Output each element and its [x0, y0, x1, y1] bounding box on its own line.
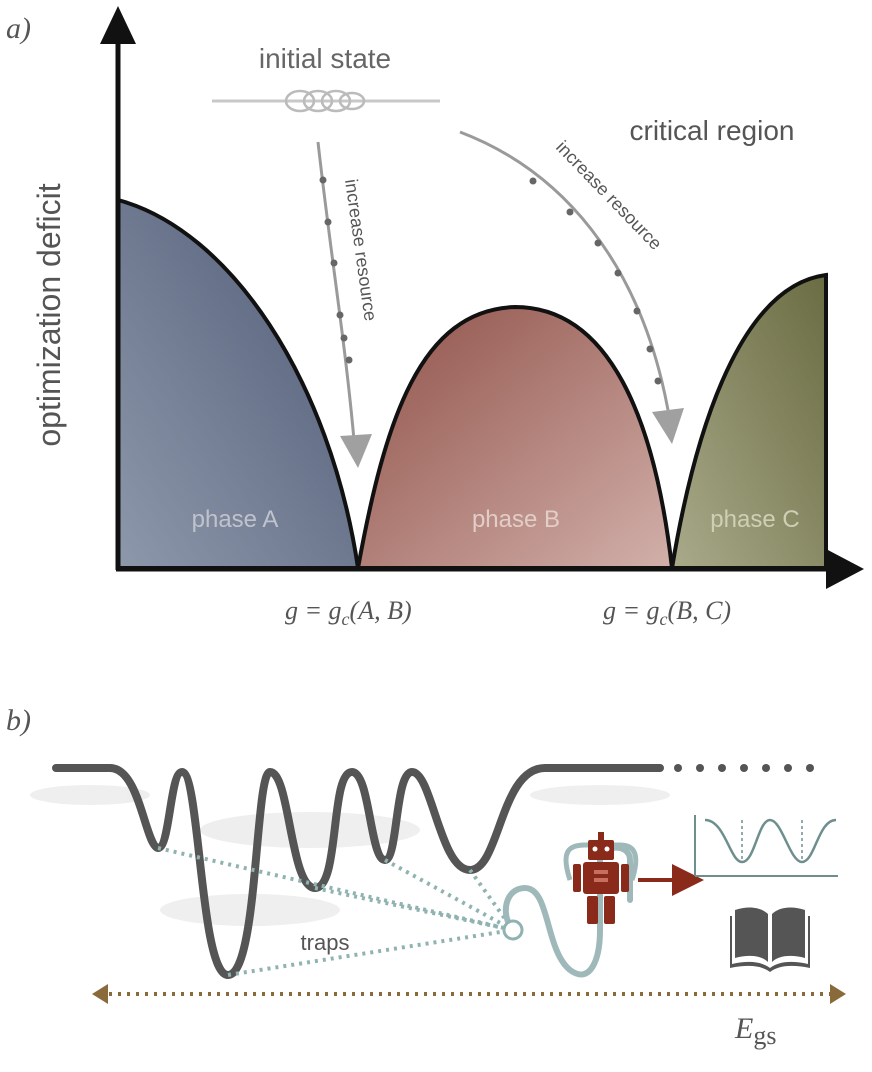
y-axis-arrowhead: [100, 6, 136, 44]
initial-state-label: initial state: [259, 43, 391, 74]
x-axis-arrowhead: [826, 549, 864, 589]
probe-icon: [502, 919, 524, 941]
resource-arrow-1-head: [340, 434, 372, 468]
book-icon: [730, 907, 810, 972]
critical-point-ab: g = gc(A, B): [285, 596, 412, 629]
phase-b-region: [355, 304, 675, 570]
phase-c-label: phase C: [710, 506, 799, 533]
energy-landscape: [52, 764, 664, 979]
critical-point-bc: g = gc(B, C): [603, 596, 731, 629]
landscape-shadows: [30, 785, 670, 926]
robot-icon: [573, 832, 629, 924]
resource-arrow-1-label: increase resource: [341, 178, 381, 322]
resource-arrow-2-label: increase resource: [552, 137, 666, 254]
ground-state-energy-label: Egs: [734, 1012, 776, 1050]
inset-double-well-plot: [694, 815, 838, 877]
panel-a-label: a): [6, 12, 31, 45]
panel-a: a) phase A phase B phase C optimization …: [6, 6, 864, 629]
ground-state-right-arrow: [830, 984, 846, 1004]
phase-a-label: phase A: [192, 506, 279, 533]
traps-label: traps: [301, 930, 350, 955]
critical-region-label: critical region: [630, 115, 795, 146]
landscape-continuation-dots: [674, 764, 814, 772]
resource-arrow-2-dots: [529, 177, 662, 385]
panel-b: b) traps: [6, 704, 846, 1050]
panel-b-label: b): [6, 704, 31, 737]
resource-arrow-2-head: [652, 408, 684, 444]
resource-arrow-1-dots: [319, 176, 353, 364]
ground-state-left-arrow: [92, 984, 108, 1004]
phase-c-region: [669, 272, 828, 570]
phase-a-region: [116, 197, 361, 570]
phase-b-label: phase B: [472, 506, 560, 533]
resource-arrow-2: [459, 130, 670, 411]
knot-icon: [284, 89, 366, 113]
y-axis-label: optimization deficit: [31, 183, 67, 446]
trap-lines: [157, 846, 515, 977]
